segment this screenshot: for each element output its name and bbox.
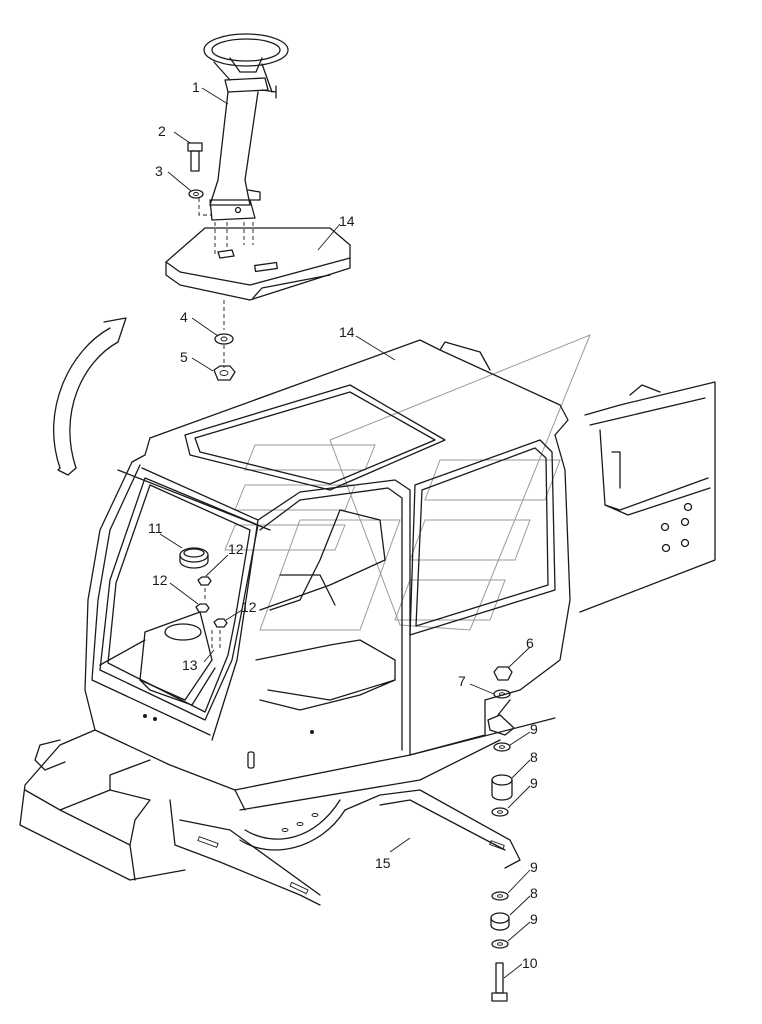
callout-5: 5 [180, 349, 188, 365]
washer-3 [188, 189, 204, 199]
callout-2: 2 [158, 123, 166, 139]
callout-8-a: 8 [530, 749, 538, 765]
callout-6: 6 [526, 635, 534, 651]
callout-15: 15 [375, 855, 391, 871]
callouts: 1 2 3 14 4 5 14 11 12 12 12 13 6 7 9 8 9 [148, 79, 538, 979]
nuts-12 [195, 576, 228, 650]
mount-stack [487, 666, 515, 1002]
washer-4 [214, 333, 234, 345]
bolt-2 [187, 142, 203, 172]
lower-chassis [19, 729, 346, 906]
callout-9-a: 9 [530, 721, 538, 737]
callout-9-d: 9 [530, 911, 538, 927]
assembly-arrow [52, 317, 127, 476]
cab-light-11 [179, 547, 209, 569]
callout-12-a: 12 [228, 541, 244, 557]
watermark-logo [224, 334, 591, 631]
callout-13: 13 [182, 657, 198, 673]
callout-4: 4 [180, 309, 188, 325]
callout-10: 10 [522, 955, 538, 971]
callout-9-c: 9 [530, 859, 538, 875]
callout-3: 3 [155, 163, 163, 179]
operator-cab [84, 339, 571, 811]
callout-11: 11 [148, 520, 163, 536]
callout-7: 7 [458, 673, 466, 689]
callout-12-b: 12 [152, 572, 168, 588]
console-cover [165, 227, 351, 301]
nut-5 [213, 365, 236, 381]
alignment-dashes [198, 198, 254, 368]
callout-14-cab: 14 [339, 324, 355, 340]
rear-frame [579, 381, 716, 613]
callout-1: 1 [192, 79, 200, 95]
mount-bracket-15 [344, 789, 521, 869]
callout-14-top: 14 [339, 213, 355, 229]
callout-8-b: 8 [530, 885, 538, 901]
callout-12-c: 12 [241, 599, 257, 615]
steering-column [203, 33, 289, 221]
callout-9-b: 9 [530, 775, 538, 791]
